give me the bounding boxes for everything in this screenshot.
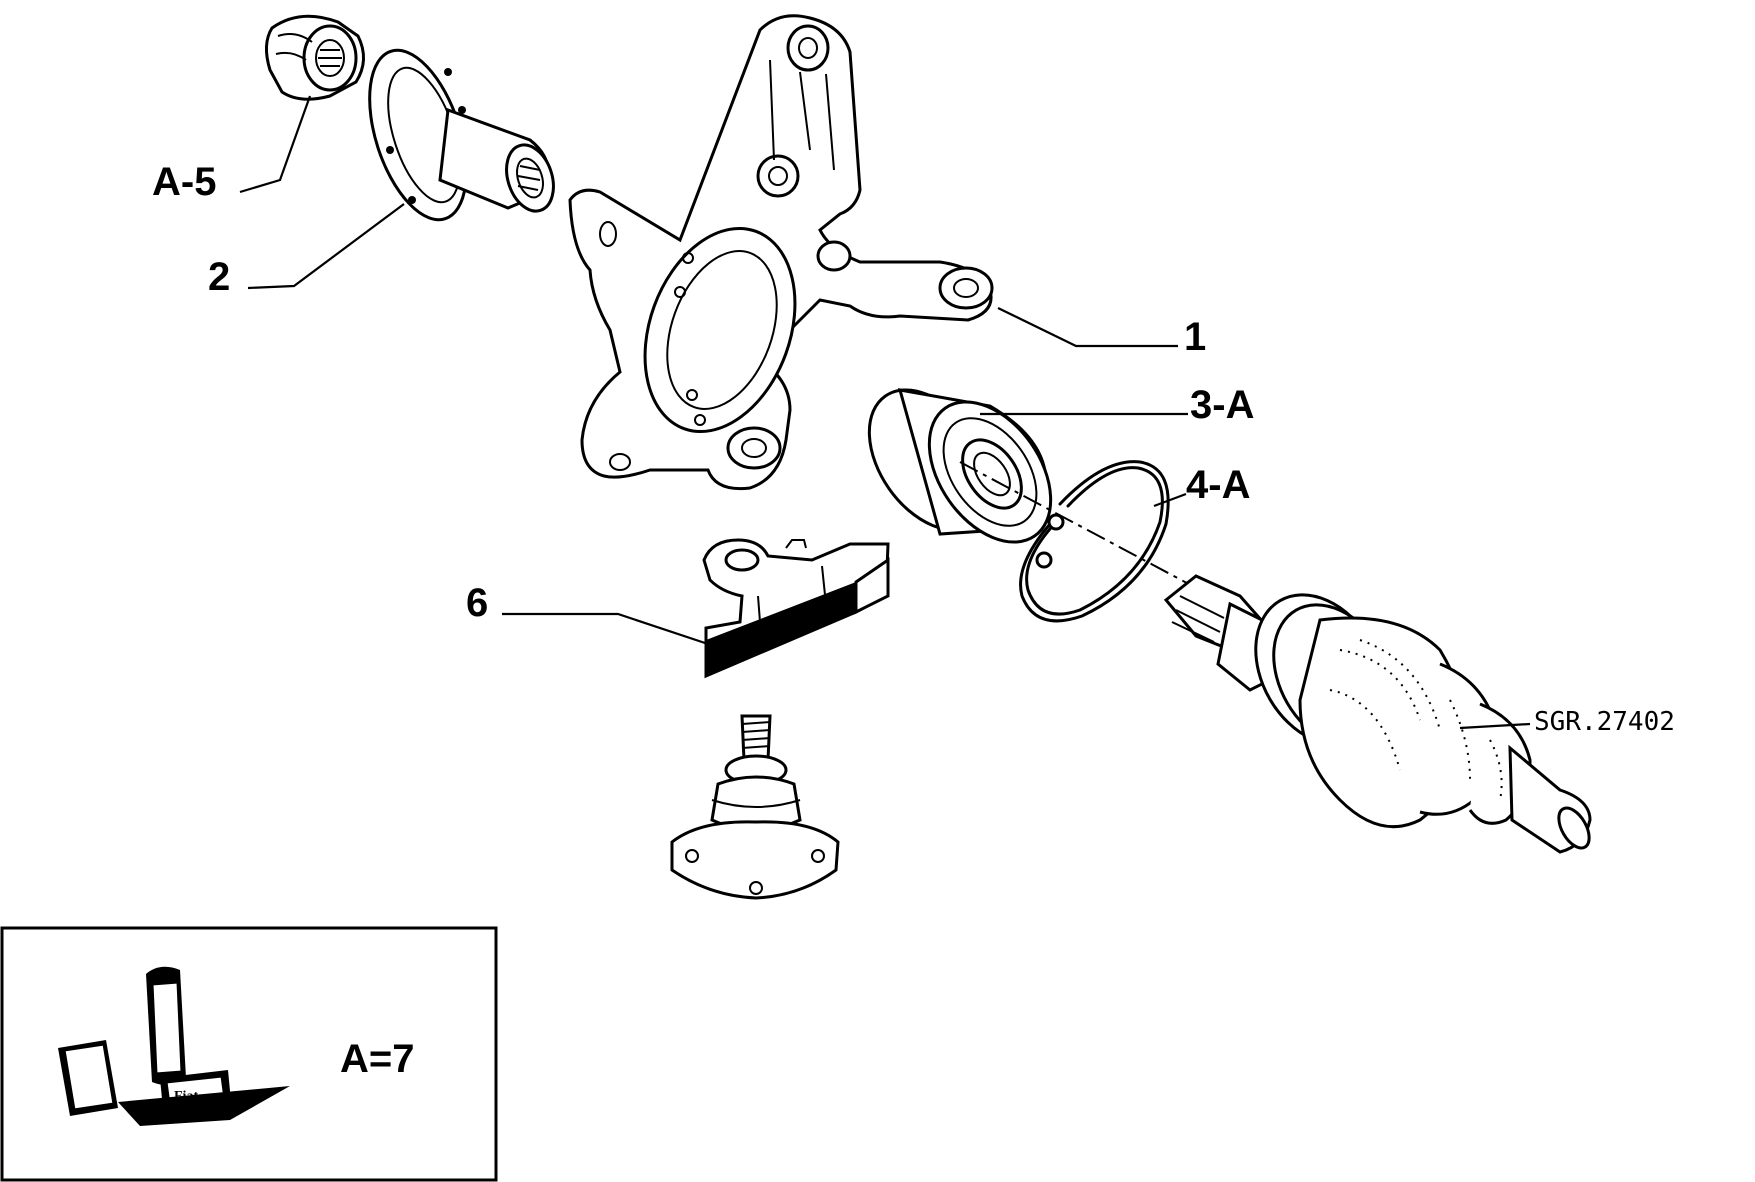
- label-a5: A-5: [152, 160, 216, 204]
- legend-box: Fiat A=7: [0, 926, 498, 1182]
- lubricant-tube-icon: Fiat: [58, 966, 290, 1126]
- hub-flange-icon[interactable]: [351, 38, 562, 231]
- threadlock-nut-icon[interactable]: [265, 14, 365, 101]
- label-2: 2: [208, 255, 230, 299]
- legend-text: A=7: [340, 1037, 415, 1081]
- label-1: 1: [1184, 315, 1206, 359]
- heat-shield-icon[interactable]: [702, 538, 890, 679]
- reference-code: SGR.27402: [1534, 707, 1675, 737]
- wheel-bearing-icon[interactable]: [844, 367, 1075, 564]
- label-3a: 3-A: [1190, 383, 1254, 427]
- legend-brand: Fiat: [174, 1089, 198, 1104]
- label-6: 6: [466, 581, 488, 625]
- ball-joint-icon[interactable]: [670, 714, 840, 900]
- label-4a: 4-A: [1186, 463, 1250, 507]
- leader-lines: [239, 95, 1531, 730]
- snap-ring-icon[interactable]: [1019, 460, 1170, 623]
- drive-shaft-icon[interactable]: [1163, 572, 1595, 854]
- steering-knuckle-icon[interactable]: [568, 14, 994, 491]
